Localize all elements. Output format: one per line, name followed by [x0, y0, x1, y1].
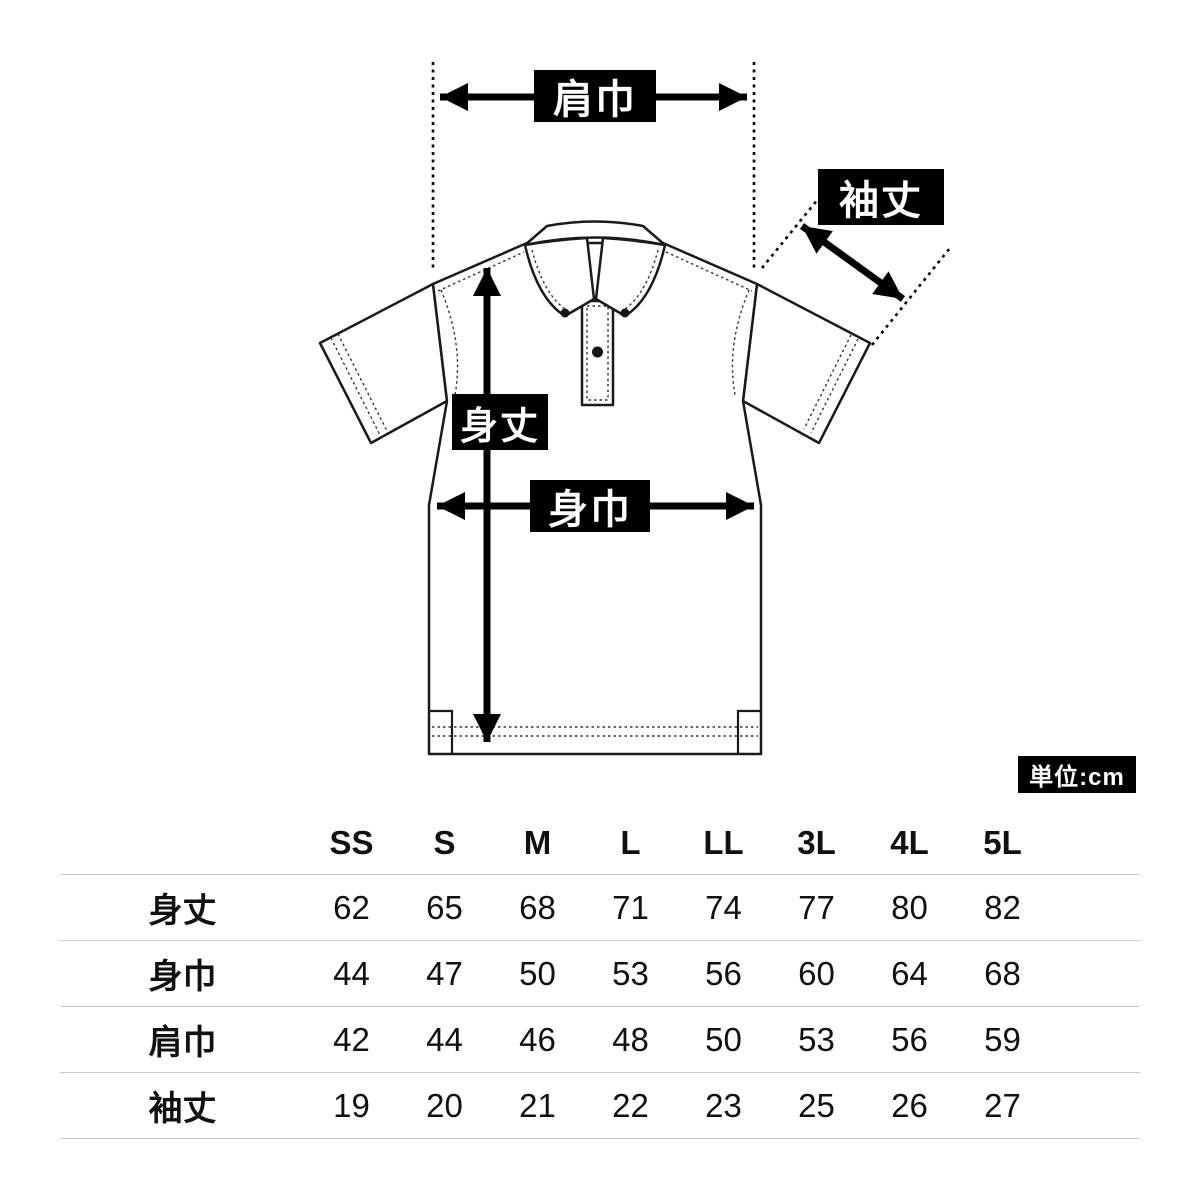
sleeve-length-arrow	[799, 223, 906, 302]
size-value-cell: 48	[612, 1020, 649, 1058]
row-label-body-width: 身巾	[148, 958, 217, 996]
size-value-cell: 26	[891, 1086, 928, 1124]
size-value-cell: 65	[426, 888, 463, 926]
size-value-cell: 22	[612, 1086, 649, 1124]
size-value-cell: 21	[519, 1086, 556, 1124]
placket-button	[592, 346, 603, 358]
shoulder-width-label: 肩巾	[534, 70, 656, 122]
left-sleeve	[318, 282, 449, 445]
size-column-header: 4L	[890, 824, 929, 861]
size-value-cell: 56	[891, 1020, 928, 1058]
size-value-cell: 71	[612, 888, 649, 926]
size-value-cell: 19	[333, 1086, 370, 1124]
spacer-cell	[1049, 1073, 1140, 1139]
table-row: 袖丈 19 20 21 22 23 25 26 27	[60, 1072, 1140, 1139]
spacer-cell	[1049, 875, 1140, 941]
size-value-cell: 20	[426, 1086, 463, 1124]
size-value-cell: 59	[984, 1020, 1021, 1058]
size-value-cell: 62	[333, 888, 370, 926]
size-value-cell: 80	[891, 888, 928, 926]
size-value-cell: 46	[519, 1020, 556, 1058]
size-column-header: S	[433, 824, 456, 861]
size-value-cell: 77	[798, 888, 835, 926]
row-label-sleeve-length: 袖丈	[148, 1090, 217, 1128]
size-column-header: LL	[703, 824, 744, 861]
collar-button-left	[560, 308, 570, 318]
spacer-cell	[1049, 1007, 1140, 1073]
size-table-header-row: SS S M L LL 3L 4L 5L	[60, 812, 1140, 875]
size-value-cell: 53	[798, 1020, 835, 1058]
size-value-cell: 53	[612, 954, 649, 992]
size-value-cell: 50	[519, 954, 556, 992]
body-length-label: 身丈	[452, 394, 548, 450]
size-value-cell: 68	[519, 888, 556, 926]
table-row: 身巾 44 47 50 53 56 60 64 68	[60, 940, 1140, 1007]
size-value-cell: 47	[426, 954, 463, 992]
size-column-header: L	[620, 824, 641, 861]
size-value-cell: 44	[426, 1020, 463, 1058]
size-value-cell: 42	[333, 1020, 370, 1058]
size-value-cell: 74	[705, 888, 742, 926]
size-value-cell: 27	[984, 1086, 1021, 1124]
row-label-shoulder-width: 肩巾	[148, 1024, 217, 1062]
right-sleeve	[741, 282, 872, 445]
size-table: SS S M L LL 3L 4L 5L 身丈 62 65 68 71 74 7…	[60, 812, 1140, 1139]
size-column-header: 5L	[983, 824, 1022, 861]
measurement-guides	[431, 62, 952, 346]
size-value-cell: 50	[705, 1020, 742, 1058]
unit-badge: 単位:cm	[1018, 756, 1136, 793]
size-value-cell: 56	[705, 954, 742, 992]
collar-button-right	[620, 308, 630, 318]
body-width-label: 身巾	[530, 480, 650, 532]
spacer-cell	[1049, 812, 1140, 875]
row-label-body-length: 身丈	[148, 892, 217, 930]
size-value-cell: 23	[705, 1086, 742, 1124]
size-value-cell: 64	[891, 954, 928, 992]
corner-cell	[60, 812, 305, 875]
size-value-cell: 44	[333, 954, 370, 992]
size-value-cell: 25	[798, 1086, 835, 1124]
sleeve-length-label: 袖丈	[818, 169, 944, 225]
table-row: 肩巾 42 44 46 48 50 53 56 59	[60, 1006, 1140, 1073]
size-value-cell: 68	[984, 954, 1021, 992]
size-value-cell: 82	[984, 888, 1021, 926]
size-value-cell: 60	[798, 954, 835, 992]
size-column-header: M	[523, 824, 552, 861]
table-row: 身丈 62 65 68 71 74 77 80 82	[60, 874, 1140, 941]
spacer-cell	[1049, 941, 1140, 1007]
size-column-header: 3L	[797, 824, 836, 861]
size-column-header: SS	[329, 824, 374, 861]
